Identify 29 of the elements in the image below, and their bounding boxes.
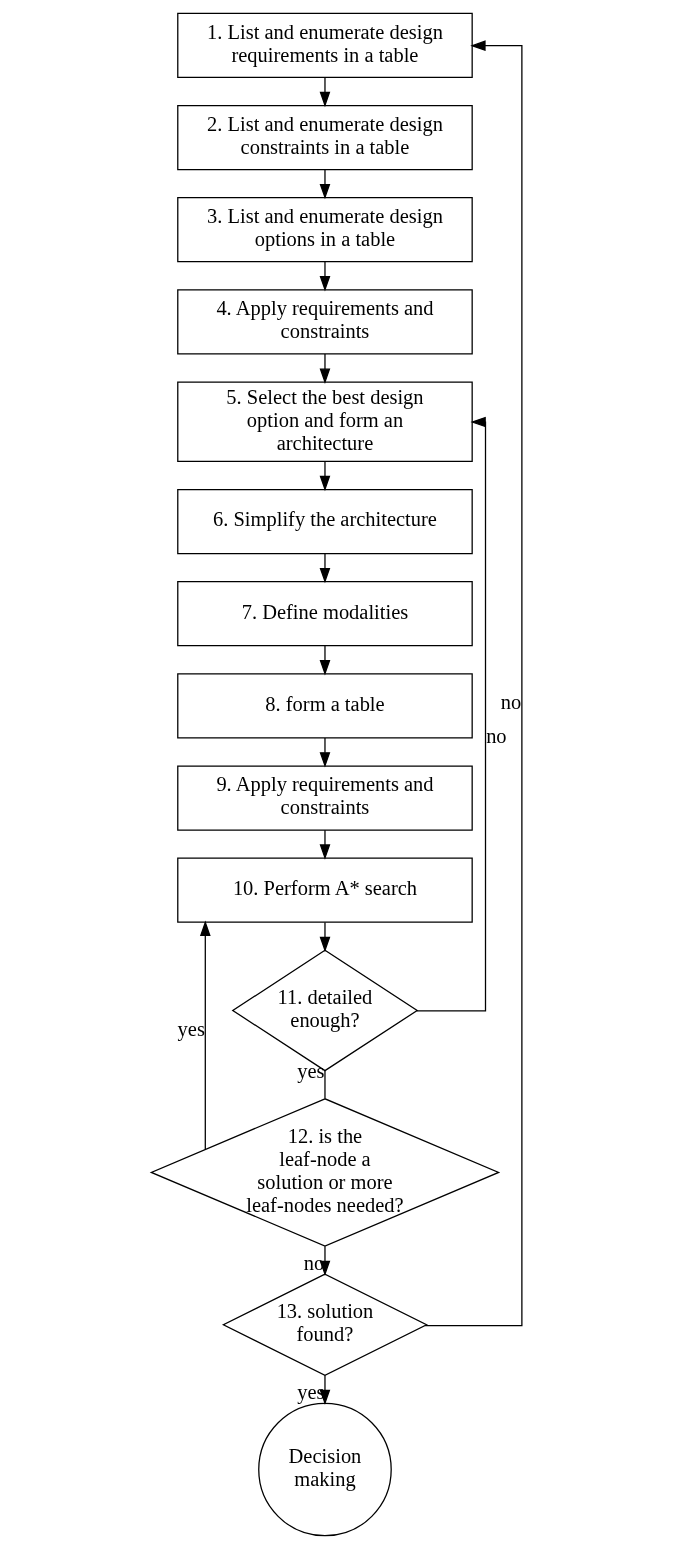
- arrow: [319, 737, 331, 768]
- node-box: 8. form a table: [177, 673, 473, 739]
- arrow: [319, 461, 331, 492]
- arrow: [424, 40, 523, 1327]
- arrow: [319, 553, 331, 584]
- node-box: 10. Perform A* search: [177, 857, 473, 923]
- edge-label: no: [486, 725, 507, 748]
- node-box: 6. Simplify the architecture: [177, 488, 473, 555]
- arrow: [319, 353, 331, 384]
- connector: [324, 1070, 326, 1100]
- arrow: [319, 77, 331, 108]
- node-diamond: 13. solution found?: [221, 1273, 428, 1376]
- arrow: [319, 261, 331, 292]
- node-box: 5. Select the best design option and form an architecture: [177, 381, 473, 463]
- arrow: [416, 416, 487, 1012]
- node-box: 4. Apply requirements and constraints: [177, 289, 473, 355]
- arrow: [319, 829, 331, 860]
- node-box: 7. Define modalities: [177, 581, 473, 647]
- edge-label: yes: [177, 1017, 205, 1040]
- arrow: [319, 169, 331, 200]
- node-diamond: 12. is the leaf-node a solution or more leaf-nodes needed?: [149, 1098, 501, 1247]
- arrow: [319, 921, 331, 953]
- node-box: 1. List and enumerate design requirements in a table: [177, 12, 473, 79]
- node-box: 3. List and enumerate design options in a table: [177, 197, 473, 263]
- arrow: [199, 920, 211, 1150]
- node-box: 9. Apply requirements and constraints: [177, 765, 473, 831]
- edge-label: no: [500, 690, 522, 713]
- node-box: 2. List and enumerate design constraints in a table: [177, 104, 473, 171]
- arrow: [319, 645, 331, 676]
